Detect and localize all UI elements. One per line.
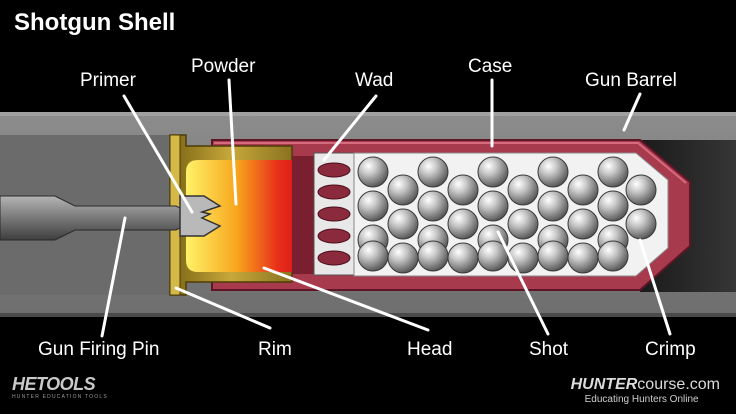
shot-pellet	[387, 208, 419, 240]
label-powder: Powder	[191, 56, 256, 77]
base-wad	[292, 156, 316, 274]
shot-pellet	[537, 190, 569, 222]
shot-pellet	[477, 156, 509, 188]
shot-pellet	[597, 240, 629, 272]
barrel-top-edge	[0, 112, 736, 116]
shot-pellet	[417, 156, 449, 188]
barrel-bottom-edge	[0, 313, 736, 317]
huntercourse-logo-tagline: Educating Hunters Online	[584, 394, 699, 405]
shot-pellet	[447, 174, 479, 206]
label-rim: Rim	[258, 339, 292, 360]
shot-pellet	[597, 156, 629, 188]
label-wad: Wad	[355, 70, 394, 91]
shot-pellets	[357, 156, 657, 274]
label-gun-firing-pin: Gun Firing Pin	[38, 339, 160, 360]
shot-pellet	[357, 190, 389, 222]
label-primer: Primer	[80, 70, 136, 91]
shot-pellet	[567, 174, 599, 206]
label-case: Case	[468, 56, 513, 77]
shot-pellet	[507, 174, 539, 206]
shot-pellet	[447, 242, 479, 274]
hetools-logo: HETOOLS HUNTER EDUCATION TOOLS	[12, 374, 108, 401]
shot-pellet	[387, 242, 419, 274]
shot-pellet	[387, 174, 419, 206]
diagram-title: Shotgun Shell	[14, 9, 176, 36]
label-crimp: Crimp	[645, 339, 696, 360]
shot-pellet	[537, 156, 569, 188]
hetools-logo-text: HETOOLS	[12, 374, 96, 394]
huntercourse-logo: HUNTERcourse.com Educating Hunters Onlin…	[571, 376, 720, 406]
label-gun-barrel: Gun Barrel	[585, 70, 677, 91]
wad-cushion-cells	[317, 162, 351, 266]
shot-pellet	[597, 190, 629, 222]
shot-pellet	[417, 240, 449, 272]
leader-lines	[100, 78, 672, 338]
label-shot: Shot	[529, 339, 569, 360]
shot-pellet	[477, 190, 509, 222]
shot-pellet	[537, 240, 569, 272]
hetools-logo-tagline: HUNTER EDUCATION TOOLS	[12, 394, 108, 400]
shot-pellet	[567, 242, 599, 274]
label-head: Head	[407, 339, 453, 360]
shot-pellet	[447, 208, 479, 240]
case-highlight	[214, 142, 687, 184]
shot-pellet	[357, 156, 389, 188]
huntercourse-logo-rest: course.com	[637, 376, 720, 393]
shot-pellet	[507, 242, 539, 274]
shot-pellet	[507, 208, 539, 240]
shot-pellet	[417, 190, 449, 222]
shot-pellet	[625, 208, 657, 240]
huntercourse-logo-text: HUNTERcourse.com	[571, 376, 720, 394]
huntercourse-logo-bold: HUNTER	[570, 376, 638, 393]
shot-pellet	[567, 208, 599, 240]
shot-pellet	[625, 174, 657, 206]
powder	[186, 160, 300, 272]
shot-pellet	[357, 240, 389, 272]
